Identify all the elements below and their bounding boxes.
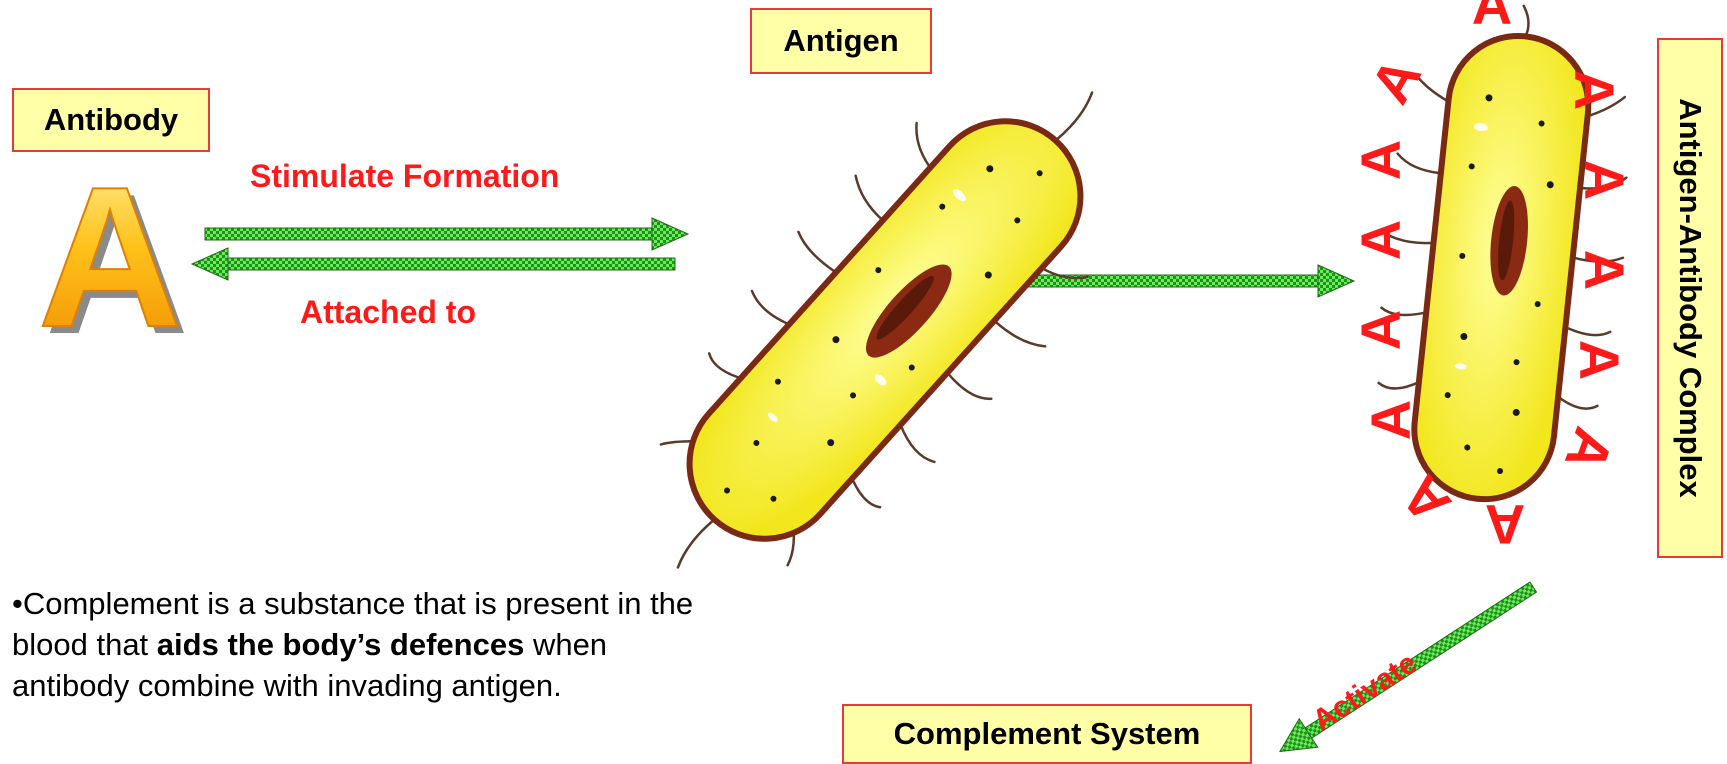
antigen-label: Antigen bbox=[750, 8, 932, 74]
description-bold: aids the body’s defences bbox=[157, 627, 525, 662]
antibody-mark: A bbox=[1349, 310, 1412, 350]
antibody-mark: A bbox=[1553, 420, 1626, 480]
antibody-mark: A bbox=[1573, 160, 1636, 200]
complement-system-label: Complement System bbox=[842, 704, 1252, 764]
antibody-mark: A bbox=[1568, 340, 1631, 380]
antibody-mark: A bbox=[1349, 220, 1412, 260]
antibody-mark: A bbox=[1358, 47, 1433, 114]
complex-label: Antigen-Antibody Complex bbox=[1657, 38, 1723, 558]
antibody-mark: A bbox=[1485, 493, 1525, 556]
bullet: • bbox=[12, 586, 23, 621]
antibody-letter: A bbox=[38, 146, 182, 369]
attached-arrow bbox=[192, 248, 675, 280]
activate-label: Activate bbox=[1307, 646, 1423, 737]
antibody-mark: A bbox=[1563, 70, 1626, 110]
complex-arrow bbox=[1020, 265, 1354, 297]
attached-to-label: Attached to bbox=[300, 294, 476, 331]
antigen-cell-icon bbox=[578, 9, 1193, 651]
antibody-letter-icon: A A bbox=[38, 146, 189, 376]
complex-label-text: Antigen-Antibody Complex bbox=[1672, 98, 1708, 498]
antibody-mark: A bbox=[1349, 140, 1412, 180]
stimulate-arrow bbox=[205, 218, 688, 250]
complement-description: •Complement is a substance that is prese… bbox=[12, 583, 712, 706]
antibody-mark: A bbox=[1472, 0, 1512, 36]
stimulate-formation-label: Stimulate Formation bbox=[250, 158, 559, 195]
antibody-label: Antibody bbox=[12, 88, 210, 152]
antibody-mark: A bbox=[1573, 250, 1636, 290]
antibody-mark: A bbox=[1359, 400, 1422, 440]
